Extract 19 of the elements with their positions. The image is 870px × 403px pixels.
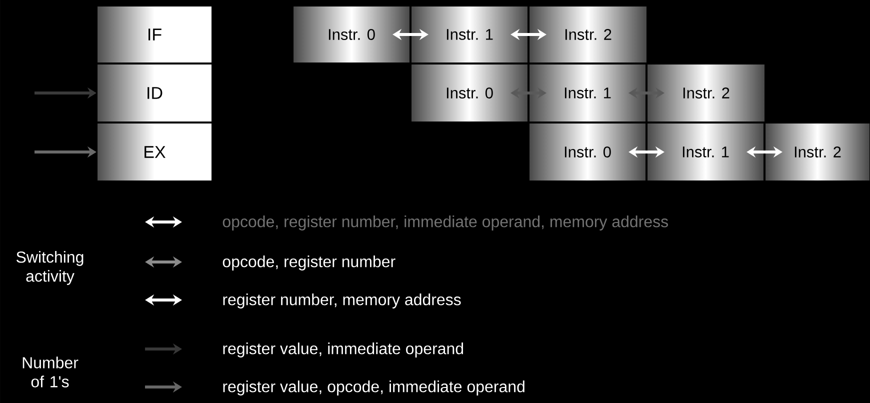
instruction-box: Instr. 1: [410, 6, 528, 64]
legend-text: opcode, register number, immediate operand, memory address: [222, 216, 668, 230]
stage-box: ID: [96, 64, 212, 122]
instruction-box: Instr. 2: [646, 64, 766, 122]
stage-box: IF: [96, 6, 212, 64]
instruction-box: Instr. 1: [646, 122, 764, 182]
instruction-box: Instr. 1: [528, 64, 646, 122]
legend-text: register number, memory address: [223, 294, 461, 308]
instruction-box: Instr. 2: [764, 122, 870, 182]
group-label: Number of 1's: [22, 356, 78, 388]
legend-text: opcode, register number: [222, 256, 396, 270]
instruction-box: Instr. 0: [292, 6, 410, 64]
group-label: Switching activity: [16, 251, 84, 285]
instruction-box: Instr. 0: [528, 122, 646, 182]
stage-box: EX: [96, 122, 212, 182]
instruction-box: Instr. 0: [410, 64, 528, 122]
legend-text: register value, immediate operand: [223, 342, 464, 358]
instruction-box: Instr. 2: [528, 6, 648, 64]
legend-text: register value, opcode, immediate operand: [223, 380, 524, 396]
